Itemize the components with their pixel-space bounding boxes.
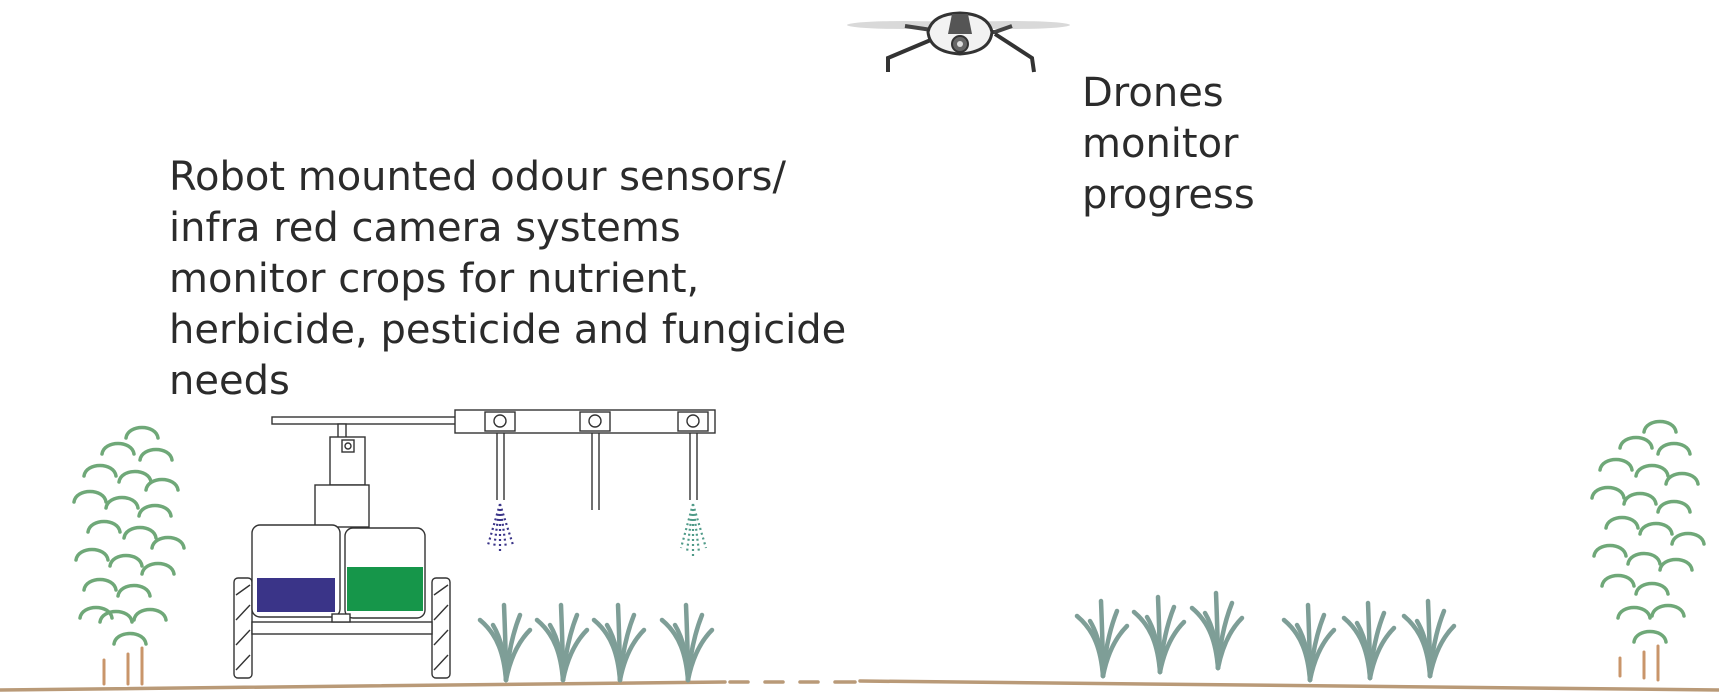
crop-plant-icon <box>1134 597 1184 672</box>
drone-caption: Drones monitor progress <box>1082 68 1255 221</box>
spray-blue-icon <box>486 503 515 552</box>
crop-plant-icon <box>1284 605 1334 680</box>
robot-caption-line: needs <box>169 358 290 404</box>
drone-caption-line: monitor <box>1082 121 1239 167</box>
spray-green-icon <box>679 503 708 556</box>
crop-plant-icon <box>1344 603 1394 678</box>
robot-caption-line: infra red camera systems <box>169 205 681 251</box>
robot-caption-line: Robot mounted odour sensors/ <box>169 154 786 200</box>
crop-plant-icon <box>594 605 644 680</box>
crop-plant-icon <box>480 605 530 680</box>
drone-caption-line: Drones <box>1082 70 1224 116</box>
drone-caption-line: progress <box>1082 172 1255 218</box>
crop-plant-icon <box>1192 593 1242 668</box>
tree-icon-right <box>1590 419 1706 644</box>
robot-caption: Robot mounted odour sensors/ infra red c… <box>169 152 846 407</box>
crop-plant-icon <box>1404 601 1454 676</box>
robot-caption-line: monitor crops for nutrient, <box>169 256 700 302</box>
drone-icon <box>847 11 1070 73</box>
crop-plant-icon <box>662 605 712 680</box>
crop-plant-icon <box>1077 601 1127 676</box>
ground-line <box>0 679 1719 692</box>
tree-trunk-right <box>1618 644 1660 682</box>
crop-row-right <box>1077 593 1454 680</box>
crop-plant-icon <box>537 605 587 680</box>
farm-robot-sprayer-icon <box>233 409 716 679</box>
robot-caption-line: herbicide, pesticide and fungicide <box>169 307 847 353</box>
tree-trunk-left <box>102 646 144 686</box>
tree-icon-left <box>72 425 186 646</box>
crop-row-left <box>480 605 712 680</box>
